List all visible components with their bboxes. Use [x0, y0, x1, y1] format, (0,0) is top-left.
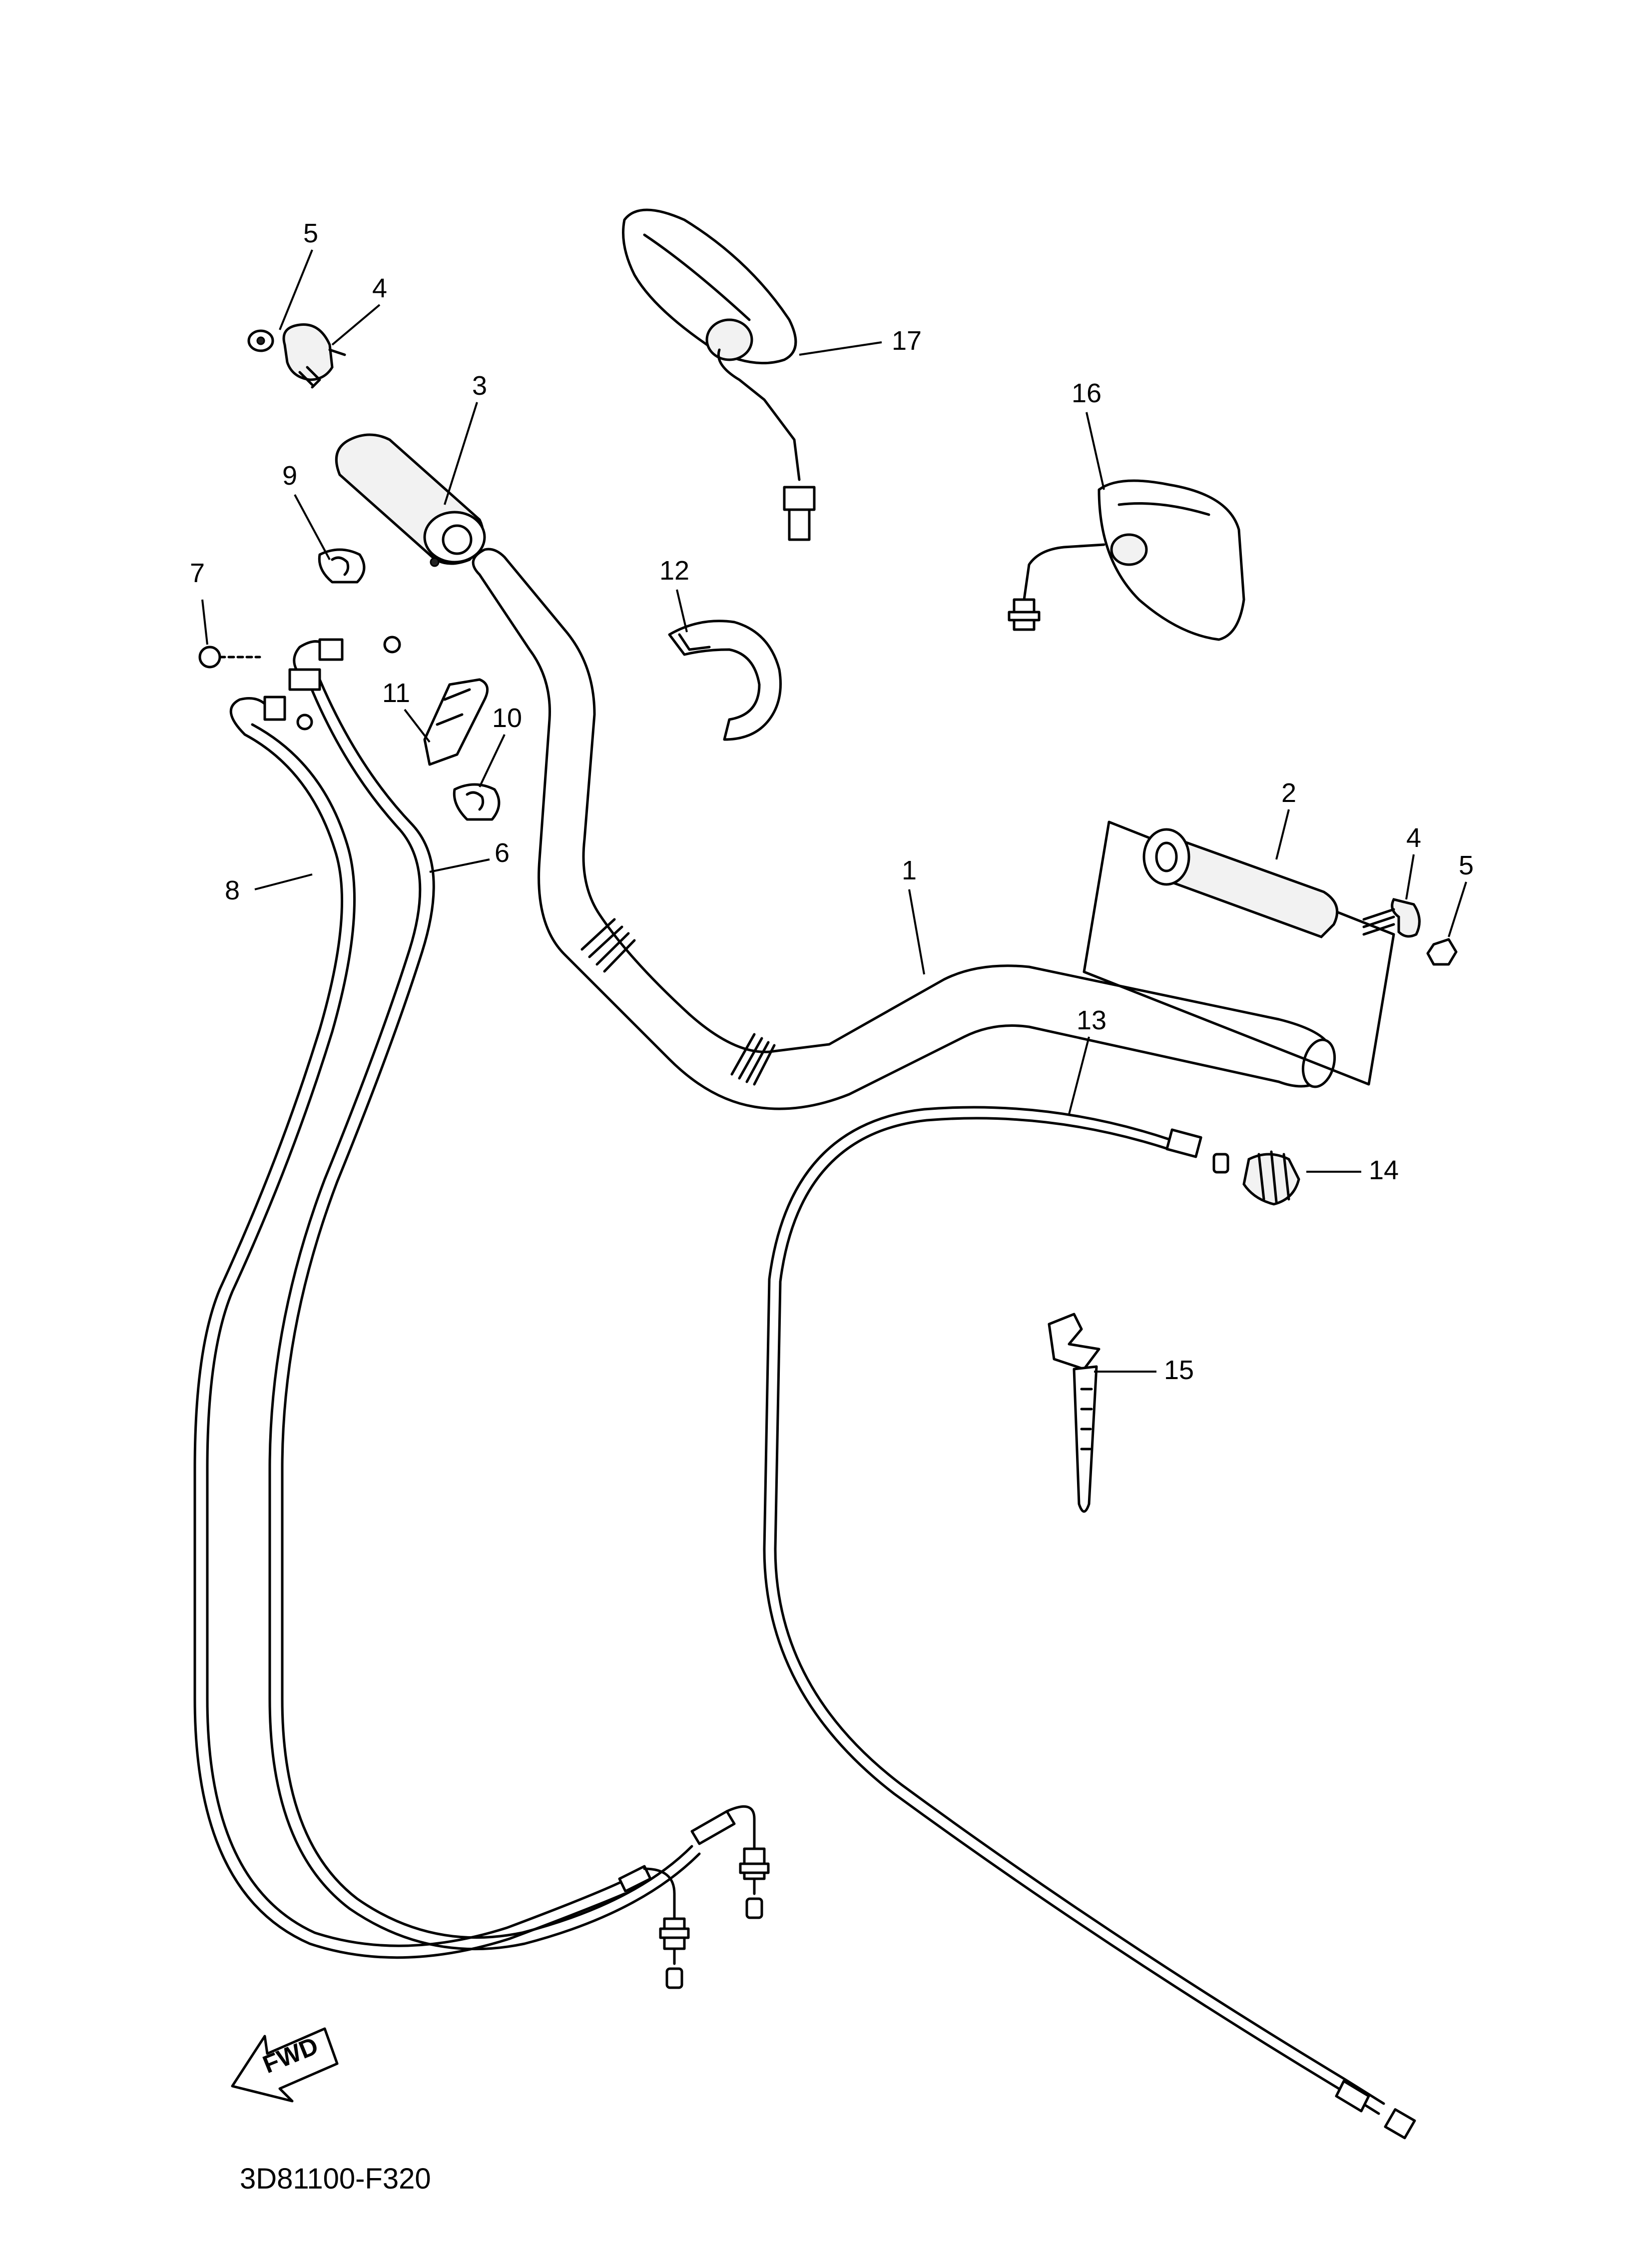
callout-6: 6	[495, 838, 510, 868]
mirror-right	[1008, 479, 1245, 641]
callout-7: 7	[190, 558, 205, 588]
callout-1: 1	[902, 855, 917, 885]
cable-fitting-top	[288, 636, 401, 691]
clamp-9	[318, 548, 366, 584]
bar-end-left	[282, 323, 346, 389]
throttle-cable-6	[268, 678, 770, 1951]
callout-4-right: 4	[1406, 823, 1421, 853]
callout-2: 2	[1281, 778, 1296, 808]
throttle-grip	[335, 433, 486, 567]
callout-5-right: 5	[1459, 850, 1474, 880]
leader-lines	[201, 249, 1467, 1373]
forward-arrow: FWD	[231, 2027, 339, 2103]
mirror-left	[622, 208, 816, 541]
cable-tie	[1048, 1313, 1101, 1513]
callout-11: 11	[382, 678, 410, 708]
throttle-cable-8	[193, 696, 690, 1989]
callout-9: 9	[282, 461, 297, 491]
callout-5-left: 5	[303, 218, 318, 248]
bar-end-right	[1362, 898, 1421, 938]
boot-14	[1212, 1150, 1300, 1206]
callout-4-left: 4	[372, 273, 387, 303]
callout-17: 17	[892, 326, 922, 356]
clip-12	[668, 620, 782, 741]
clutch-cable	[763, 1106, 1416, 2140]
callout-12: 12	[659, 556, 689, 586]
callouts: 1 2 3 4 4 5 5 6 7 8 9 10 11 12 13 14 15 …	[190, 218, 1474, 1385]
screw	[198, 646, 261, 669]
bracket-11	[423, 678, 489, 766]
callout-10: 10	[492, 703, 522, 733]
callout-14: 14	[1369, 1155, 1399, 1185]
callout-8: 8	[225, 875, 240, 905]
clamp-10	[453, 783, 501, 821]
callout-3: 3	[472, 371, 487, 401]
grip-right	[1083, 820, 1395, 1086]
callout-15: 15	[1164, 1355, 1194, 1385]
callout-16: 16	[1072, 378, 1101, 408]
nut-right	[1426, 938, 1458, 966]
nut-left	[247, 329, 274, 352]
diagram-code: 3D81100-F320	[240, 2163, 431, 2195]
callout-13: 13	[1077, 1005, 1106, 1035]
